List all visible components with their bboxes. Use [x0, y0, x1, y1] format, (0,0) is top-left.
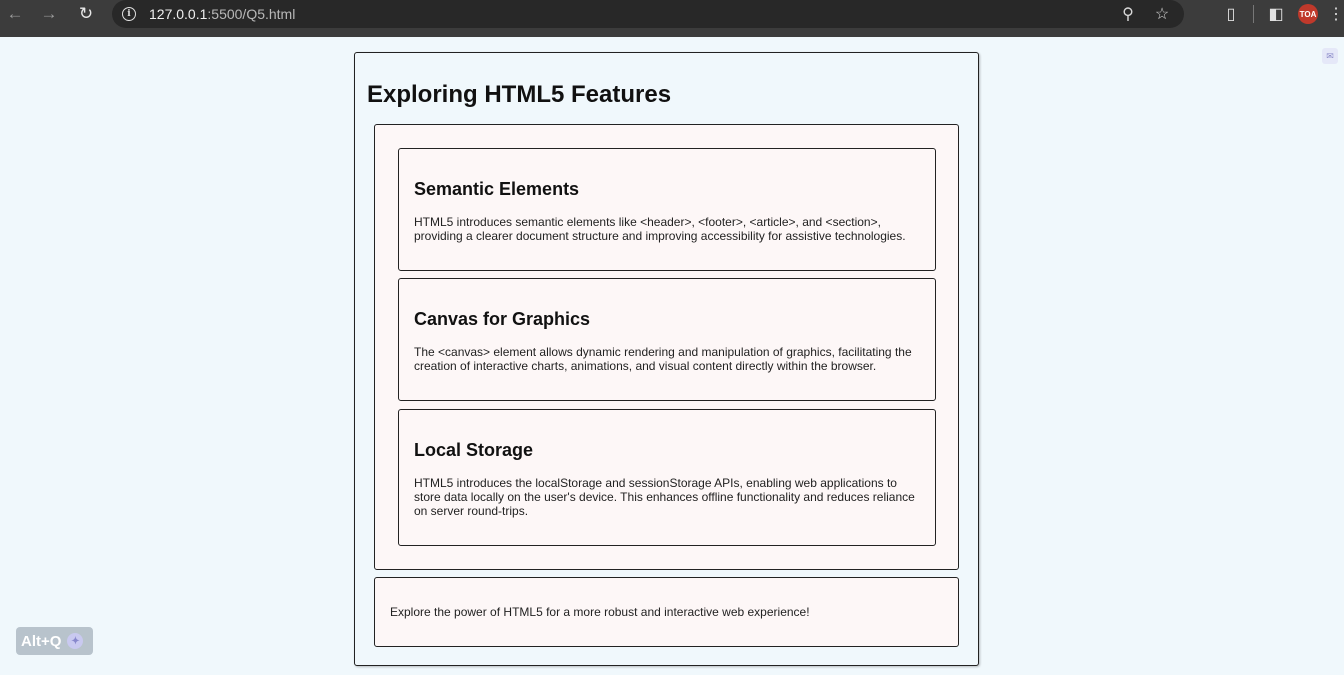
browser-toolbar: ← → ↻ i 127.0.0.1:5500/Q5.html ⚲ ☆ ▯ ◧ T…	[0, 0, 1344, 37]
toolbar-divider	[1253, 5, 1254, 23]
info-icon[interactable]: i	[122, 7, 136, 21]
section-body: HTML5 introduces the localStorage and se…	[414, 476, 915, 518]
puzzle-icon[interactable]: ▯	[1226, 6, 1236, 23]
section-heading: Local Storage	[414, 440, 534, 460]
address-bar[interactable]: i 127.0.0.1:5500/Q5.html ⚲ ☆	[112, 0, 1184, 28]
arrow-left-icon[interactable]: ←	[6, 4, 24, 23]
kebab-menu-icon[interactable]: ⋮	[1328, 6, 1344, 23]
avatar[interactable]: TOA	[1298, 4, 1318, 24]
star-icon[interactable]: ☆	[1154, 6, 1170, 23]
section-body: HTML5 introduces semantic elements like …	[414, 215, 906, 243]
page-title: Exploring HTML5 Features	[367, 81, 672, 108]
zoom-icon[interactable]: ⚲	[1122, 6, 1134, 23]
assistant-icon: ✦	[67, 633, 84, 649]
reload-icon[interactable]: ↻	[78, 4, 94, 23]
section-heading: Canvas for Graphics	[414, 309, 591, 329]
section-body: The <canvas> element allows dynamic rend…	[414, 345, 912, 373]
side-panel-icon[interactable]: ◧	[1268, 6, 1284, 23]
section-local-storage: Local Storage HTML5 introduces the local…	[398, 409, 936, 546]
footer: Explore the power of HTML5 for a more ro…	[374, 577, 959, 647]
url-host: 127.0.0.1	[149, 6, 208, 22]
url-path: :5500/Q5.html	[207, 6, 296, 22]
arrow-right-icon[interactable]: →	[40, 4, 58, 23]
shortcut-label: Alt+Q	[21, 632, 62, 650]
section-heading: Semantic Elements	[414, 179, 580, 199]
page-container: Exploring HTML5 Features Semantic Elemen…	[354, 52, 979, 666]
alt-q-shortcut-button[interactable]: Alt+Q ✦	[16, 627, 93, 655]
section-canvas-graphics: Canvas for Graphics The <canvas> element…	[398, 278, 936, 401]
extension-mail-icon[interactable]: ✉	[1322, 48, 1338, 64]
section-semantic-elements: Semantic Elements HTML5 introduces seman…	[398, 148, 936, 271]
footer-text: Explore the power of HTML5 for a more ro…	[390, 605, 810, 619]
main-content: Semantic Elements HTML5 introduces seman…	[374, 124, 959, 570]
url-text[interactable]: 127.0.0.1:5500/Q5.html	[149, 6, 295, 22]
